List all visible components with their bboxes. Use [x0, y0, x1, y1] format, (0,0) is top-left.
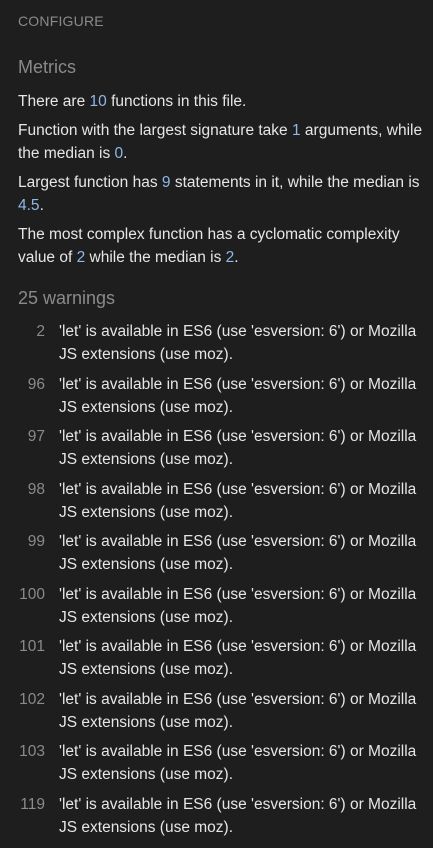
warning-line-number[interactable]: 119	[20, 795, 45, 813]
warning-message: 'let' is available in ES6 (use 'esversio…	[59, 690, 417, 731]
metrics-panel: There are 10 functions in this file. Fun…	[18, 90, 428, 275]
metrics-text: There are	[18, 93, 90, 110]
max-complexity-value: 2	[76, 249, 86, 266]
metrics-text: functions in this file.	[106, 93, 247, 110]
warning-item[interactable]: 119 'let' is available in ES6 (use 'esve…	[0, 793, 433, 846]
metrics-text: statements in it, while the median is	[170, 174, 420, 191]
warning-message: 'let' is available in ES6 (use 'esversio…	[59, 638, 417, 678]
metrics-text: Function with the largest signature take	[18, 122, 292, 139]
metrics-text: arguments, while the median is	[18, 122, 423, 162]
warning-item[interactable]: 96 'let' is available in ES6 (use 'esver…	[0, 373, 433, 426]
warning-message: 'let' is available in ES6 (use 'esversio…	[59, 428, 417, 468]
metrics-text: .	[234, 249, 239, 266]
warning-line-number[interactable]: 96	[27, 375, 45, 393]
median-signature-value: 0	[114, 145, 124, 162]
warning-message: 'let' is available in ES6 (use 'esversio…	[59, 585, 417, 626]
warning-item[interactable]: 98 'let' is available in ES6 (use 'esver…	[0, 478, 433, 531]
largest-signature-value: 1	[291, 122, 301, 139]
metrics-function-count: There are 10 functions in this file.	[18, 90, 428, 113]
warning-item[interactable]: 99 'let' is available in ES6 (use 'esver…	[0, 530, 433, 583]
configure-link[interactable]: CONFIGURE	[18, 13, 104, 29]
warning-line-number[interactable]: 97	[27, 428, 45, 445]
metrics-text: .	[39, 197, 44, 214]
warnings-list: 2 'let' is available in ES6 (use 'esvers…	[0, 320, 433, 845]
warnings-heading: 25 warnings	[18, 288, 116, 308]
warning-line-number[interactable]: 2	[36, 323, 45, 340]
warning-item[interactable]: 97 'let' is available in ES6 (use 'esver…	[0, 425, 433, 478]
warning-line-number[interactable]: 103	[19, 743, 45, 760]
warning-line-number[interactable]: 98	[27, 480, 45, 498]
metrics-statements: Largest function has 9 statements in it,…	[18, 171, 428, 217]
median-statements-value: 4.5	[18, 197, 40, 214]
metrics-heading: Metrics	[18, 57, 76, 77]
function-count-value: 10	[89, 93, 107, 110]
warning-message: 'let' is available in ES6 (use 'esversio…	[59, 375, 417, 416]
largest-statements-value: 9	[161, 174, 171, 191]
warning-line-number[interactable]: 102	[19, 690, 45, 708]
warning-message: 'let' is available in ES6 (use 'esversio…	[59, 533, 417, 573]
warning-message: 'let' is available in ES6 (use 'esversio…	[59, 795, 417, 836]
metrics-complexity: The most complex function has a cyclomat…	[18, 223, 428, 269]
warning-item[interactable]: 102 'let' is available in ES6 (use 'esve…	[0, 688, 433, 741]
warning-item[interactable]: 103 'let' is available in ES6 (use 'esve…	[0, 740, 433, 793]
warning-line-number[interactable]: 100	[19, 585, 45, 603]
warning-item[interactable]: 100 'let' is available in ES6 (use 'esve…	[0, 583, 433, 636]
metrics-text: while the median is	[85, 249, 226, 266]
warning-message: 'let' is available in ES6 (use 'esversio…	[59, 743, 417, 783]
median-complexity-value: 2	[225, 249, 235, 266]
warning-line-number[interactable]: 101	[19, 638, 45, 655]
warning-item[interactable]: 2 'let' is available in ES6 (use 'esvers…	[0, 320, 433, 373]
warning-message: 'let' is available in ES6 (use 'esversio…	[59, 480, 417, 521]
warning-line-number[interactable]: 99	[27, 533, 45, 550]
metrics-signature: Function with the largest signature take…	[18, 119, 428, 165]
metrics-text: Largest function has	[18, 174, 162, 191]
warning-item[interactable]: 101 'let' is available in ES6 (use 'esve…	[0, 635, 433, 688]
metrics-text: The most complex function has a cyclomat…	[18, 226, 400, 266]
metrics-text: .	[123, 145, 128, 162]
warning-message: 'let' is available in ES6 (use 'esversio…	[59, 323, 417, 363]
